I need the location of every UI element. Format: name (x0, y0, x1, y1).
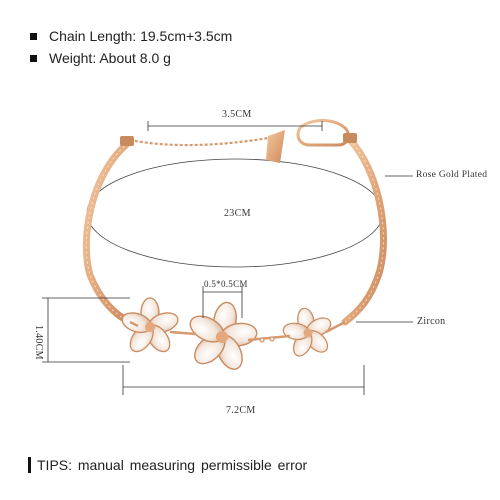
label-pendant-width: 7.2CM (226, 405, 256, 416)
flower-right (282, 307, 332, 357)
dimension-pendant-width (122, 365, 365, 395)
dimension-height (42, 297, 130, 363)
label-material: Rose Gold Plated (416, 170, 488, 180)
extender-chain (129, 136, 269, 147)
flower-left (121, 297, 179, 353)
bullet-square-icon (30, 54, 37, 62)
label-height: 1.40CM (33, 325, 44, 360)
chain-length-text: Chain Length: 19.5cm+3.5cm (49, 28, 233, 44)
end-cap-left (120, 136, 134, 146)
spec-weight: Weight: About 8.0 g (30, 50, 171, 66)
dimension-flower-size (202, 286, 243, 318)
lobster-clasp (296, 119, 350, 147)
label-flower-size: 0.5*0.5CM (204, 279, 248, 289)
tips-bar-icon (28, 457, 31, 473)
bullet-square-icon (30, 32, 37, 40)
flower-center (189, 301, 258, 370)
end-cap-right (343, 133, 357, 143)
label-extender: 3.5CM (222, 109, 252, 120)
weight-text: Weight: About 8.0 g (49, 50, 171, 66)
label-stone: Zircon (417, 316, 446, 327)
tips-text: TIPS: manual measuring permissible error (37, 457, 308, 473)
spec-chain-length: Chain Length: 19.5cm+3.5cm (30, 28, 232, 44)
dimension-extender (147, 121, 323, 131)
chain-left (82, 139, 134, 326)
label-circumference: 23CM (224, 208, 251, 219)
tips-note: TIPS: manual measuring permissible error (28, 457, 307, 473)
extender-tag (266, 130, 285, 163)
chain-right (341, 136, 387, 326)
